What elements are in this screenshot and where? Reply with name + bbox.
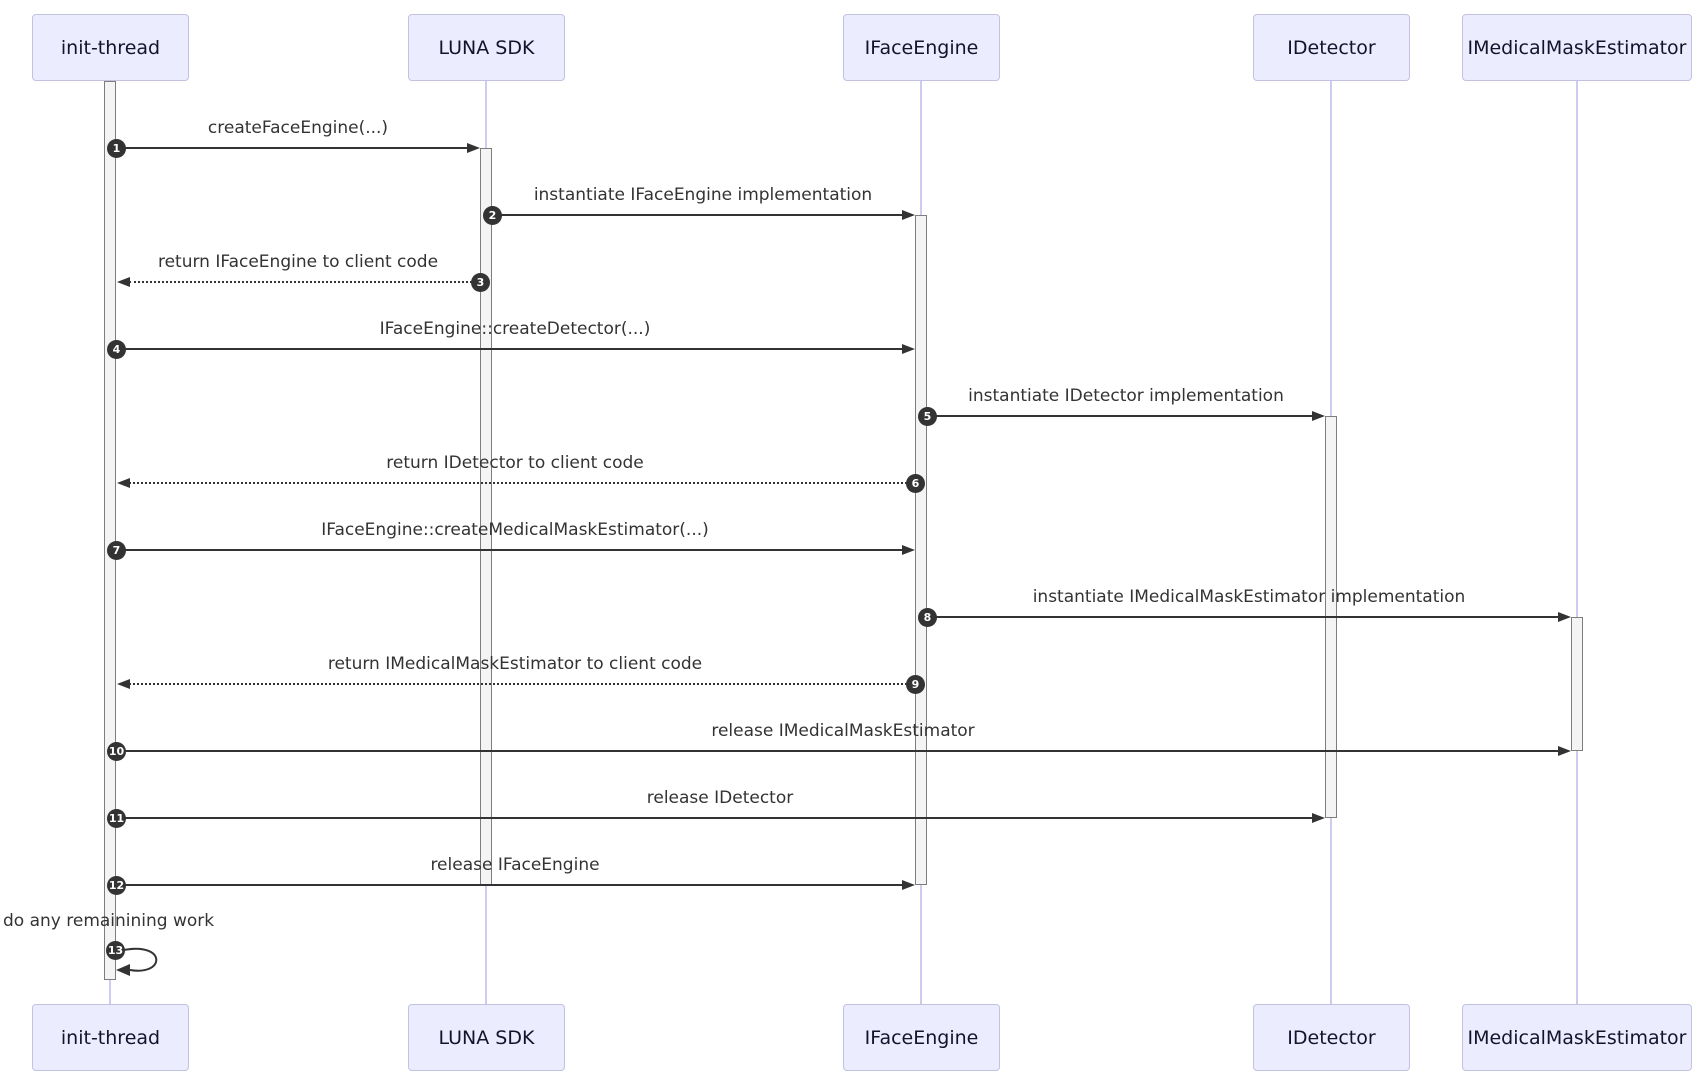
message-label: release IFaceEngine — [430, 855, 600, 875]
message-line — [116, 750, 1562, 752]
participant-label: init-thread — [60, 36, 161, 59]
participant-bottom-luna-sdk: LUNA SDK — [408, 1004, 565, 1071]
arrowhead-icon — [902, 880, 915, 890]
message-label: instantiate IMedicalMaskEstimator implem… — [1032, 587, 1466, 607]
sequence-number-badge: 11 — [107, 809, 126, 828]
message-label: release IMedicalMaskEstimator — [711, 721, 975, 741]
participant-label: IMedicalMaskEstimator — [1467, 36, 1687, 59]
message-label: IFaceEngine::createMedicalMaskEstimator(… — [321, 520, 709, 540]
self-loop-arrow — [116, 947, 158, 976]
sequence-number-badge: 6 — [906, 474, 925, 493]
message-label: return IFaceEngine to client code — [157, 252, 439, 272]
message-line — [492, 214, 904, 216]
message-line — [116, 549, 903, 551]
participant-bottom-idetector: IDetector — [1253, 1004, 1410, 1071]
arrowhead-icon — [1558, 612, 1571, 622]
arrowhead-icon — [117, 277, 130, 287]
participant-label: LUNA SDK — [438, 1026, 535, 1049]
participant-bottom-init-thread: init-thread — [32, 1004, 189, 1071]
arrowhead-icon — [902, 545, 915, 555]
sequence-number-badge: 12 — [107, 876, 126, 895]
activation-bar-imedicalmaskestimator — [1571, 617, 1583, 751]
arrowhead-icon — [117, 679, 130, 689]
message-label: return IMedicalMaskEstimator to client c… — [327, 654, 703, 674]
arrowhead-icon — [1312, 411, 1325, 421]
message-line — [927, 415, 1313, 417]
participant-top-luna-sdk: LUNA SDK — [408, 14, 565, 81]
sequence-number-badge: 8 — [918, 608, 937, 627]
participant-top-imedicalmaskestimator: IMedicalMaskEstimator — [1462, 14, 1692, 81]
sequence-number-badge: 1 — [107, 139, 126, 158]
message-label: IFaceEngine::createDetector(...) — [379, 319, 651, 339]
arrowhead-icon — [1558, 746, 1571, 756]
participant-bottom-iface-engine: IFaceEngine — [843, 1004, 1000, 1071]
message-line — [116, 147, 468, 149]
message-label: release IDetector — [646, 788, 794, 808]
participant-label: LUNA SDK — [438, 36, 535, 59]
message-label: instantiate IFaceEngine implementation — [533, 185, 873, 205]
participant-label: IDetector — [1287, 1026, 1376, 1049]
participant-label: init-thread — [60, 1026, 161, 1049]
message-line — [129, 683, 915, 685]
sequence-number-badge: 3 — [471, 273, 490, 292]
activation-bar-iface-engine — [915, 215, 927, 885]
arrowhead-icon — [467, 143, 480, 153]
message-line — [116, 884, 903, 886]
message-line — [116, 348, 903, 350]
message-label: instantiate IDetector implementation — [968, 386, 1284, 406]
participant-label: IMedicalMaskEstimator — [1467, 1026, 1687, 1049]
message-line — [116, 817, 1313, 819]
participant-top-iface-engine: IFaceEngine — [843, 14, 1000, 81]
arrowhead-icon — [902, 210, 915, 220]
sequence-number-badge: 13 — [106, 941, 125, 960]
message-line — [129, 281, 480, 283]
participant-label: IFaceEngine — [864, 36, 979, 59]
participant-top-idetector: IDetector — [1253, 14, 1410, 81]
arrowhead-icon — [1312, 813, 1325, 823]
message-label: do any remainining work — [3, 911, 215, 931]
message-line — [927, 616, 1562, 618]
lifeline-imedicalmaskestimator — [1576, 81, 1578, 1005]
participant-top-init-thread: init-thread — [32, 14, 189, 81]
activation-bar-init-thread — [104, 81, 116, 980]
sequence-number-badge: 10 — [107, 742, 126, 761]
participant-bottom-imedicalmaskestimator: IMedicalMaskEstimator — [1462, 1004, 1692, 1071]
message-label: createFaceEngine(...) — [207, 118, 389, 138]
arrowhead-icon — [902, 344, 915, 354]
sequence-number-badge: 7 — [107, 541, 126, 560]
message-label: return IDetector to client code — [386, 453, 644, 473]
participant-label: IDetector — [1287, 36, 1376, 59]
sequence-number-badge: 9 — [906, 675, 925, 694]
message-line — [129, 482, 915, 484]
sequence-number-badge: 5 — [918, 407, 937, 426]
sequence-number-badge: 4 — [107, 340, 126, 359]
sequence-number-badge: 2 — [483, 206, 502, 225]
participant-label: IFaceEngine — [864, 1026, 979, 1049]
arrowhead-icon — [117, 478, 130, 488]
